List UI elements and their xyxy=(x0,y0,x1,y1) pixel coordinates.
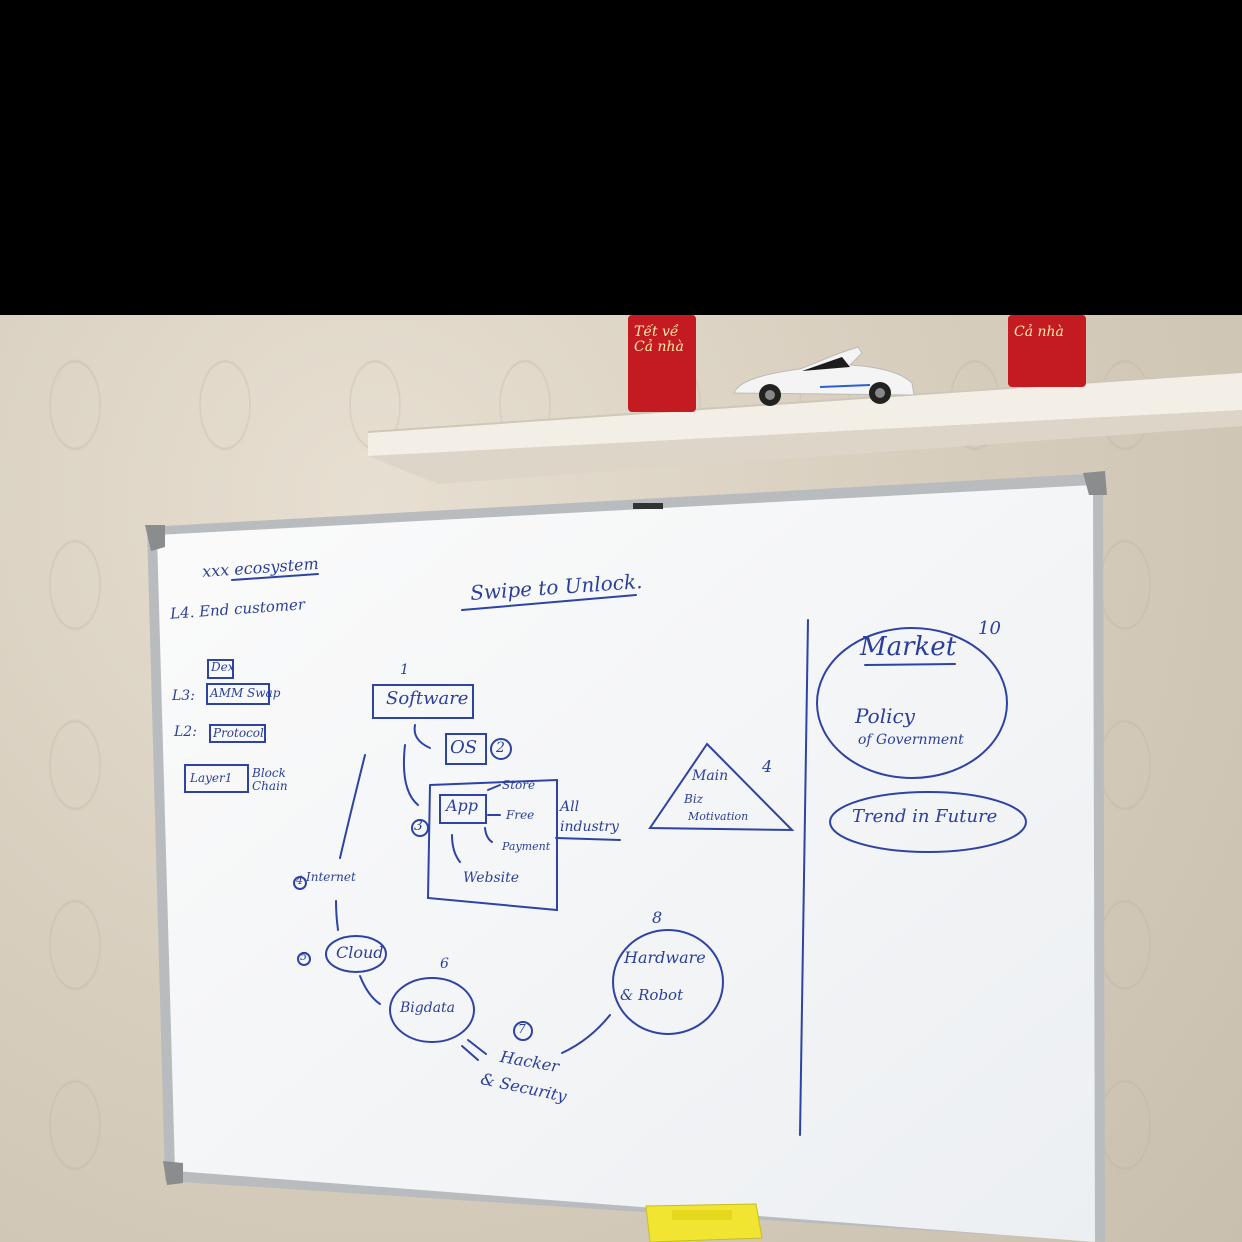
gift-box-left-text: Tết về Cả nhà xyxy=(634,324,684,355)
hardware-num: 8 xyxy=(652,908,663,927)
main-line3: Motivation xyxy=(688,810,749,823)
os-num: 2 xyxy=(496,740,505,756)
hacker-num: 7 xyxy=(518,1022,526,1036)
market-num: 10 xyxy=(978,618,1001,639)
gift-box-right: Cả nhà xyxy=(1008,315,1086,387)
app-website: Website xyxy=(463,870,520,886)
internet-label: Internet xyxy=(306,870,356,884)
software-label: Software xyxy=(386,688,469,709)
market-label: Market xyxy=(860,632,957,662)
wall-shelf xyxy=(368,371,1242,484)
cloud-label: Cloud xyxy=(336,943,384,962)
eraser xyxy=(645,1203,763,1242)
software-num: 1 xyxy=(400,662,409,678)
bigdata-num: 6 xyxy=(440,956,449,972)
app-label: App xyxy=(446,796,479,815)
trend-label: Trend in Future xyxy=(852,806,998,827)
cloud-num: 5 xyxy=(300,950,307,963)
app-num: 3 xyxy=(414,818,423,834)
internet-num: 4 xyxy=(296,874,303,887)
layer-l1-text: Block Chain xyxy=(252,766,288,794)
layer-l3: AMM Swap xyxy=(210,686,281,700)
layer-dex: Dex xyxy=(211,660,235,674)
main-num: 4 xyxy=(762,757,773,776)
hardware-line1: Hardware xyxy=(624,948,706,967)
app-free: Free xyxy=(506,808,535,822)
layer-l2: Protocol xyxy=(213,726,264,740)
market-government: of Government xyxy=(858,732,964,748)
main-line1: Main xyxy=(692,768,729,784)
hardware-line2: & Robot xyxy=(620,986,684,1004)
main-line2: Biz xyxy=(684,792,703,806)
layer-l3-label: L3: xyxy=(172,688,195,704)
gift-box-right-text: Cả nhà xyxy=(1014,324,1064,340)
os-label: OS xyxy=(450,737,478,758)
black-top-band xyxy=(0,0,1242,315)
gift-box-left: Tết về Cả nhà xyxy=(628,315,696,412)
app-payment: Payment xyxy=(502,840,551,853)
all-industry: All industry xyxy=(560,799,619,835)
toy-car xyxy=(733,346,915,406)
layer-l2-label: L2: xyxy=(174,724,197,740)
bigdata-label: Bigdata xyxy=(400,1000,456,1016)
market-policy: Policy xyxy=(855,704,915,728)
layer-l1-box: Layer1 xyxy=(190,771,233,785)
app-store: Store xyxy=(502,778,536,792)
